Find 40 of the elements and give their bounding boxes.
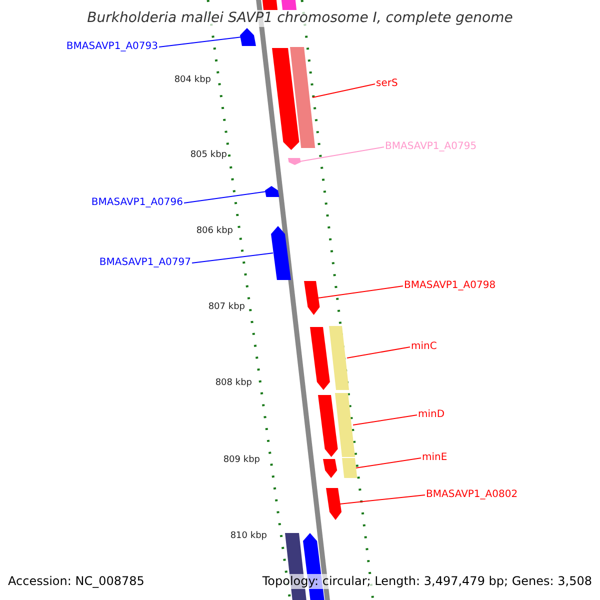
leader-line — [355, 458, 422, 468]
leader-line — [299, 146, 384, 162]
gene-label: BMASAVP1_A0796 — [91, 197, 183, 209]
footer-text: Topology: circular; Length: 3,497,479 bp; Genes: 3,508 — [262, 574, 592, 589]
tick-label: 808 kbp — [215, 377, 252, 389]
tick-label: 804 kbp — [174, 74, 211, 86]
gene-feature — [271, 226, 291, 280]
tick-label: 805 kbp — [190, 149, 227, 161]
gene-feature — [272, 48, 300, 150]
tick-label: 807 kbp — [208, 301, 245, 313]
tick-label: 806 kbp — [196, 225, 233, 237]
gene-label: minD — [418, 409, 445, 421]
leader-line — [312, 84, 376, 98]
gene-feature — [326, 488, 342, 520]
leader-line — [318, 286, 404, 298]
leader-line — [192, 252, 274, 264]
gene-label: BMASAVP1_A0795 — [385, 141, 477, 153]
gene-feature — [265, 186, 280, 197]
leader-line — [352, 414, 418, 426]
gene-label: BMASAVP1_A0797 — [99, 257, 191, 269]
gene-feature — [323, 459, 338, 478]
tick-label: 809 kbp — [223, 454, 260, 466]
gene-label: BMASAVP1_A0798 — [404, 280, 496, 292]
gene-feature — [318, 395, 338, 457]
gene-label: minC — [411, 341, 437, 353]
gene-label: BMASAVP1_A0802 — [426, 489, 518, 501]
footer-text: Accession: NC_008785 — [8, 574, 144, 589]
leader-line — [158, 36, 242, 48]
gene-label: minE — [422, 452, 448, 464]
tick-label: 810 kbp — [230, 530, 267, 542]
leader-line — [339, 494, 426, 504]
gene-feature — [310, 327, 330, 390]
gene-label: BMASAVP1_A0793 — [66, 41, 158, 53]
gene-label: serS — [376, 78, 398, 90]
leader-line — [184, 191, 267, 204]
gene-block — [342, 458, 358, 478]
gene-feature — [288, 158, 301, 165]
gene-block — [290, 47, 316, 148]
gene-feature — [304, 281, 320, 315]
leader-line — [346, 346, 410, 358]
